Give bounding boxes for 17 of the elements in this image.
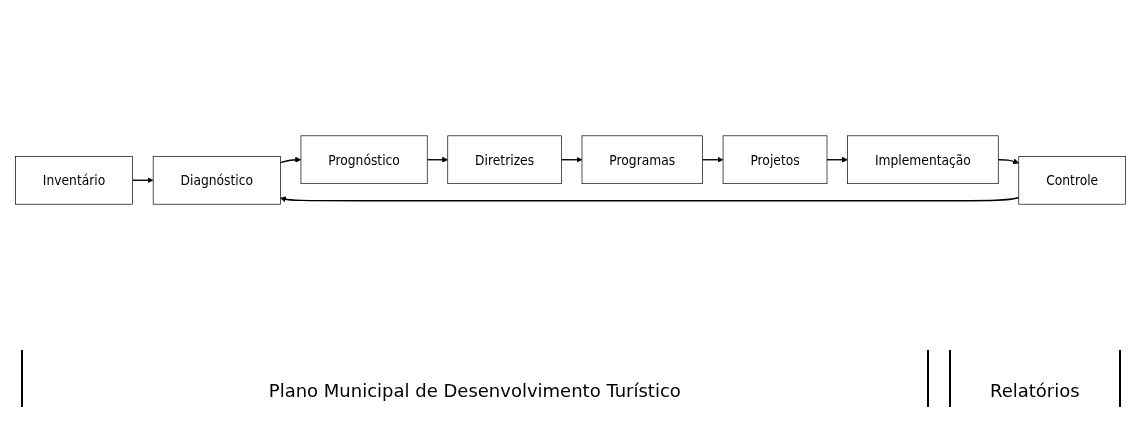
node-box: Projetos [722, 135, 828, 184]
node-box: Controle [1018, 156, 1126, 205]
arrow [701, 156, 724, 163]
arrow [279, 156, 302, 164]
arrow [131, 177, 154, 184]
node-box: Programas [581, 135, 703, 184]
arrow [560, 156, 583, 163]
arrow [280, 196, 1020, 203]
node-box: Diretrizes [447, 135, 562, 184]
arrow [997, 158, 1020, 165]
arrow [426, 156, 449, 163]
bracket-label: Plano Municipal de Desenvolvimento Turístico [20, 350, 930, 407]
node-box: Prognóstico [300, 135, 428, 184]
bracket-label: Relatórios [949, 350, 1121, 407]
node-box: Diagnóstico [152, 156, 281, 205]
node-box: Implementação [847, 135, 999, 184]
node-box: Inventário [15, 156, 133, 205]
